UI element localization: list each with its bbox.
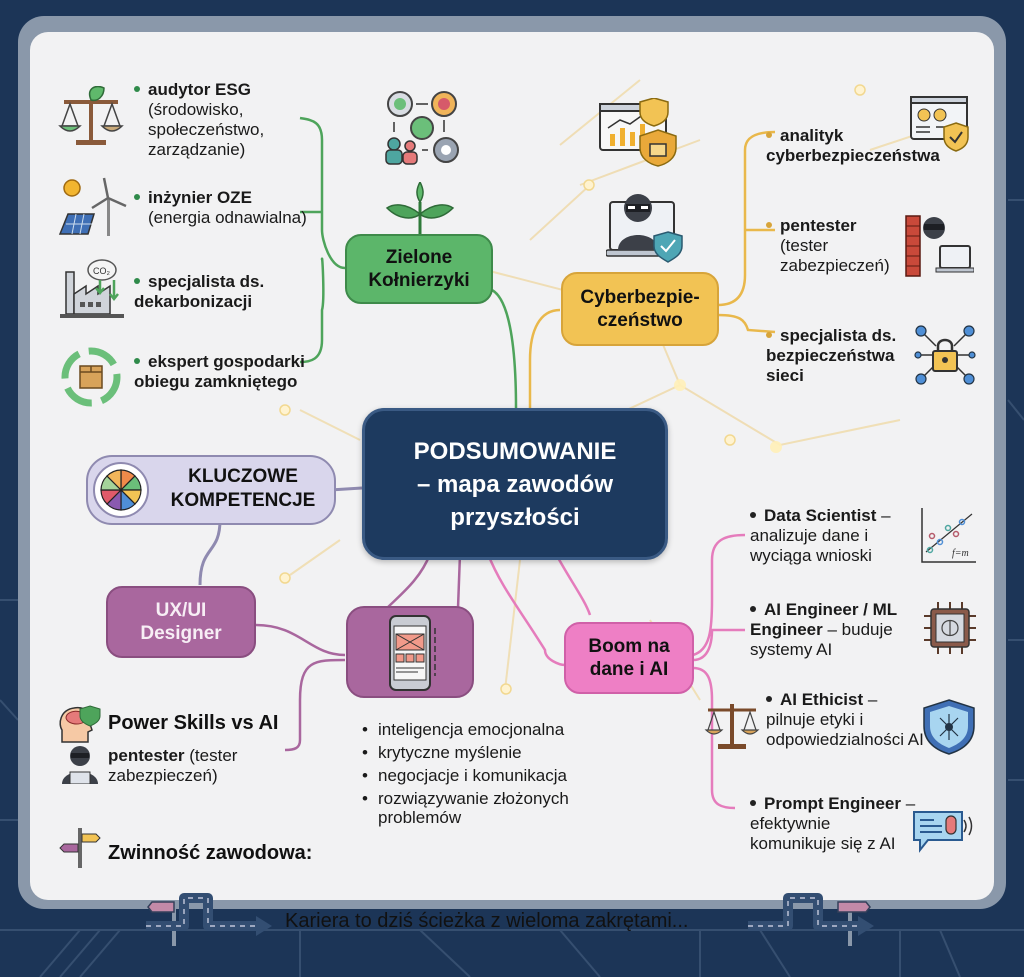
power-skills-title: Power Skills vs AI [108, 712, 279, 734]
winding-road-right-icon [748, 893, 874, 946]
hacker-wall-icon [905, 215, 974, 277]
item-name: Prompt Engineer [764, 794, 901, 813]
scales-leaf-icon [58, 86, 124, 145]
green-item-circular-economy: ekspert gospodarki obiegu zamkniętego [134, 352, 334, 392]
cyber-item-analyst: analityk cyberbezpieczeństwa [766, 126, 966, 166]
item-name: pentester [780, 216, 857, 235]
green-item-renewable-engineer: inżynier OZE (energia odnawialna) [134, 188, 334, 228]
pentester-desc: (tester zabezpieczeń) [108, 746, 238, 785]
bullet-dot [750, 605, 756, 612]
ai-item-prompt-engineer: Prompt Engineer – efektywnie komunikuje … [750, 794, 920, 854]
branch-cybersecurity[interactable]: Cyberbezpie-czeństwo [561, 272, 719, 346]
chat-mic-icon [913, 811, 973, 853]
bullet-dot [766, 695, 772, 702]
power-skills-pentester: pentester (tester zabezpieczeń) [108, 746, 298, 786]
item-name: Data Scientist [764, 506, 877, 525]
bullet-dot [134, 357, 140, 364]
factory-co2-icon: CO₂ [60, 259, 124, 318]
solar-wind-icon [58, 177, 127, 236]
ai-title-line2: dane i AI [589, 659, 669, 680]
bullet-dot [750, 799, 756, 806]
gears-people-cycle-icon [385, 91, 459, 165]
bullet-dot [134, 277, 140, 284]
hacker-laptop-icon [606, 194, 683, 263]
agility-title: Zwinność zawodowa: [108, 842, 313, 864]
skill-item: krytyczne myślenie [358, 743, 618, 762]
ai-item-ethicist: AI Ethicist – pilnuje etyki i odpowiedzi… [766, 690, 926, 750]
footer-caption: Kariera to dziś ścieżka z wieloma zakręt… [285, 910, 689, 932]
color-wheel-icon [93, 462, 149, 518]
green-item-decarbonization: specjalista ds. dekarbonizacji [134, 272, 324, 312]
pentester-name: pentester [108, 746, 185, 765]
item-name: specjalista ds. bezpieczeństwa sieci [766, 326, 897, 385]
item-name: ekspert gospodarki obiegu zamkniętego [134, 352, 305, 391]
green-title-line1: Zielone [385, 247, 453, 268]
signpost-icon [59, 828, 101, 868]
skill-item: inteligencja emocjonalna [358, 720, 618, 739]
green-item-esg-auditor: audytor ESG (środowisko, społeczeństwo, … [134, 80, 324, 160]
ux-title-line2: Designer [140, 623, 222, 644]
bullet-dot [766, 331, 772, 338]
ai-item-data-scientist: Data Scientist – analizuje dane i wyciąg… [750, 506, 910, 566]
green-title-line2: Kołnierzyki [368, 270, 470, 291]
svg-text:f=m: f=m [952, 548, 969, 559]
svg-text:CO₂: CO₂ [93, 266, 111, 276]
ux-mobile-node[interactable] [346, 606, 474, 698]
mobile-wireframe-icon [389, 615, 436, 691]
justice-scales-icon [704, 704, 760, 749]
hacker-icon [62, 746, 98, 784]
network-shield-icon [923, 699, 975, 755]
cyber-item-pentester: pentester (tester zabezpieczeń) [766, 216, 906, 276]
central-title-line3: przyszłości [450, 503, 580, 531]
bullet-dot [134, 85, 140, 92]
network-lock-icon [914, 325, 976, 385]
item-name: analityk cyberbezpieczeństwa [766, 126, 940, 165]
skill-item: rozwiązywanie złożonych problemów [358, 789, 618, 827]
cyber-title-line1: Cyberbezpie- [580, 287, 700, 308]
competencies-title-line1: KLUCZOWE [188, 466, 298, 487]
central-title-line2: – mapa zawodów [416, 470, 614, 498]
bullet-dot [134, 193, 140, 200]
ai-item-ai-engineer: AI Engineer / ML Engineer – buduje syste… [750, 600, 920, 660]
scatter-plot-icon: f=m [921, 508, 976, 563]
recycle-box-icon [61, 347, 121, 407]
brain-chip-icon [924, 602, 976, 654]
item-name: AI Engineer / ML Engineer [750, 600, 897, 639]
item-name: audytor ESG [148, 80, 251, 99]
power-skills-list: inteligencja emocjonalna krytyczne myśle… [358, 720, 618, 831]
brain-head-icon [59, 705, 101, 743]
item-desc: (środowisko, społeczeństwo, zarządzanie) [148, 100, 265, 159]
dashboard-shield-icon [599, 98, 677, 167]
sprout-icon [385, 182, 455, 234]
analytics-shield-icon [910, 96, 969, 152]
ux-title-line1: UX/UI [155, 600, 207, 621]
item-desc: – efektywnie komunikuje się z AI [750, 794, 916, 853]
cyber-title-line2: czeństwo [597, 310, 683, 331]
item-desc: (tester zabezpieczeń) [780, 236, 890, 275]
item-name: inżynier OZE [148, 188, 252, 207]
winding-road-left-icon [146, 893, 272, 946]
bullet-dot [766, 221, 772, 228]
item-desc: – analizuje dane i wyciąga wnioski [750, 506, 891, 565]
central-topic[interactable]: PODSUMOWANIE – mapa zawodów przyszłości [362, 408, 668, 560]
item-name: AI Ethicist [780, 690, 864, 709]
competencies-title-line2: KOMPETENCJE [170, 490, 316, 511]
skill-item: negocjacje i komunikacja [358, 766, 618, 785]
item-name: specjalista ds. dekarbonizacji [134, 272, 265, 311]
key-competencies-node[interactable]: KLUCZOWE KOMPETENCJE [86, 455, 336, 525]
cyber-item-network-security: specjalista ds. bezpieczeństwa sieci [766, 326, 926, 386]
ai-title-line1: Boom na [588, 636, 670, 657]
bullet-dot [750, 511, 756, 518]
bullet-dot [766, 131, 772, 138]
item-desc: (energia odnawialna) [148, 208, 307, 227]
item-desc: – pilnuje etyki i odpowiedzialności AI [766, 690, 924, 749]
central-title-line1: PODSUMOWANIE [413, 437, 617, 465]
item-desc: – buduje systemy AI [750, 620, 893, 659]
